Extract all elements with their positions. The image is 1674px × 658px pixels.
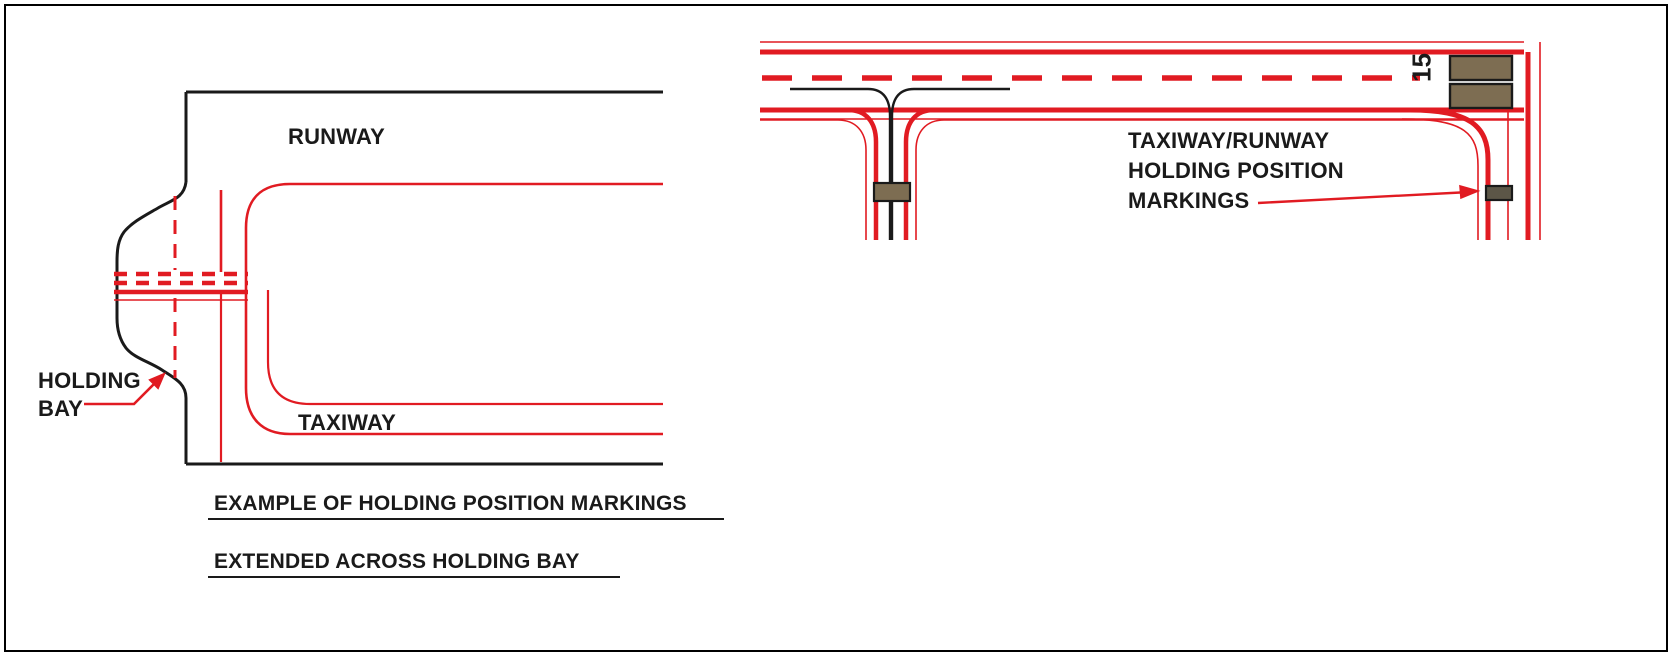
callout-holding-position: HOLDING POSITION: [1128, 158, 1344, 183]
label-taxiway: TAXIWAY: [298, 410, 396, 435]
holding-position-marking-left: [114, 271, 248, 301]
holding-position-marking-left-branch: [872, 110, 912, 240]
callout-taxiway-runway: TAXIWAY/RUNWAY: [1128, 128, 1330, 153]
runway-edge-outline: [115, 90, 663, 466]
taxiway-left-branch-right-diagram: [760, 107, 1524, 240]
caption-line-2: EXTENDED ACROSS HOLDING BAY: [214, 550, 580, 573]
page-border: [4, 4, 1668, 652]
runway-threshold-blocks: [1448, 54, 1514, 110]
label-holding-bay-line2: BAY: [38, 396, 84, 421]
label-holding-bay-line1: HOLDING: [38, 368, 141, 393]
caption-line-1-underline: [208, 518, 724, 520]
label-runway: RUNWAY: [288, 124, 385, 149]
holding-marking-callout-arrow: [1257, 184, 1481, 205]
callout-markings: MARKINGS: [1128, 188, 1250, 213]
runway-designation-number: 15: [1406, 53, 1437, 82]
caption-line-1: EXAMPLE OF HOLDING POSITION MARKINGS: [214, 492, 687, 515]
taxiway-right-branch: [1401, 42, 1541, 240]
holding-bay-leader-arrow: [84, 372, 166, 406]
taxiway-edge-lines-left: [244, 182, 663, 436]
caption-line-2-underline: [208, 576, 620, 578]
